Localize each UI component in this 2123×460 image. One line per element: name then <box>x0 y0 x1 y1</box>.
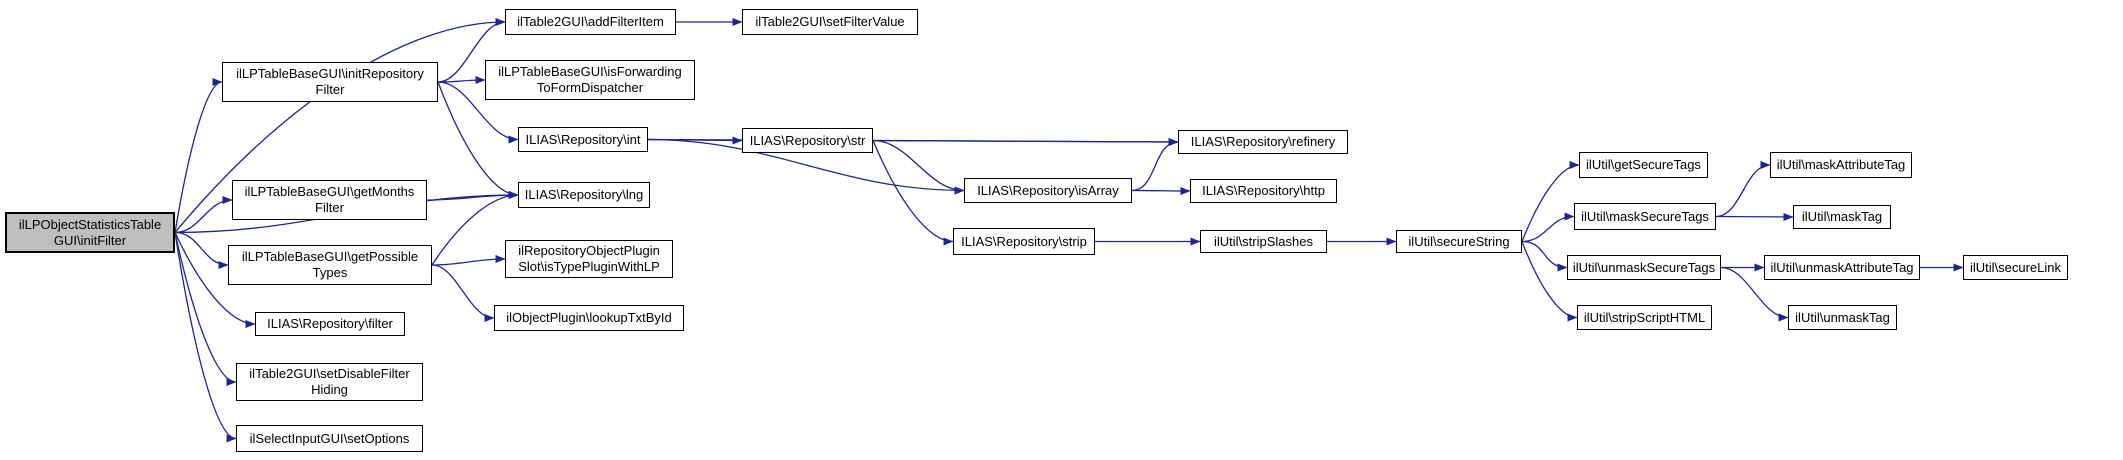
node-stripScriptHTML[interactable]: ilUtil\stripScriptHTML <box>1577 305 1712 330</box>
edge-getPossibleTypes-to-lookupTxtById <box>431 264 495 322</box>
graph-node-label: ILIAS\Repository\isArray <box>977 182 1119 198</box>
node-int[interactable]: ILIAS\Repository\int <box>518 127 648 152</box>
node-isTypePluginWithLP[interactable]: ilRepositoryObjectPlugin Slot\isTypePlug… <box>505 240 673 278</box>
graph-node-label: ILIAS\Repository\int <box>525 131 641 147</box>
node-unmaskSecureTags[interactable]: ilUtil\unmaskSecureTags <box>1567 255 1721 280</box>
graph-node-label: ILIAS\Repository\strip <box>961 233 1087 249</box>
edge-initFilter-to-initRepositoryFilter <box>174 78 223 233</box>
graph-node-label: ILIAS\Repository\lng <box>524 187 644 202</box>
edge-int-to-refinery <box>647 137 1179 146</box>
graph-node-label: ilUtil\getSecureTags <box>1586 157 1701 172</box>
edge-isArray-to-http <box>1131 186 1191 195</box>
edge-isArray-to-refinery <box>1131 138 1179 192</box>
edge-secureString-to-getSecureTags <box>1521 161 1580 242</box>
node-initRepositoryFilter[interactable]: ilLPTableBaseGUI\initRepository Filter <box>222 62 438 102</box>
graph-node-label: ilSelectInputGUI\setOptions <box>249 430 410 446</box>
graph-node-label: ilUtil\unmaskTag <box>1795 309 1890 325</box>
graph-node-label: ilRepositoryObjectPlugin Slot\isTypePlug… <box>518 243 660 274</box>
node-http[interactable]: ILIAS\Repository\http <box>1190 179 1337 203</box>
node-unmaskAttributeTag[interactable]: ilUtil\unmaskAttributeTag <box>1764 255 1920 280</box>
node-setOptions[interactable]: ilSelectInputGUI\setOptions <box>236 425 423 452</box>
edge-secureString-to-unmaskSecureTags <box>1521 240 1568 272</box>
node-unmaskTag[interactable]: ilUtil\unmaskTag <box>1788 305 1897 330</box>
node-secureLink[interactable]: ilUtil\secureLink <box>1963 255 2068 280</box>
edge-getMonthsFilter-to-lng <box>426 191 519 201</box>
graph-node-label: ilUtil\unmaskAttributeTag <box>1770 259 1914 275</box>
node-refinery[interactable]: ILIAS\Repository\refinery <box>1178 130 1348 154</box>
node-secureString[interactable]: ilUtil\secureString <box>1396 230 1522 253</box>
node-maskTag[interactable]: ilUtil\maskTag <box>1793 205 1891 229</box>
node-getPossibleTypes[interactable]: ilLPTableBaseGUI\getPossible Types <box>228 245 432 285</box>
edge-initFilter-to-getMonthsFilter <box>174 196 233 234</box>
graph-node-label: ilLPTableBaseGUI\isForwarding ToFormDisp… <box>498 64 682 95</box>
node-setFilterValue[interactable]: ilTable2GUI\setFilterValue <box>742 9 918 35</box>
node-stripSlashes[interactable]: ilUtil\stripSlashes <box>1200 230 1327 253</box>
node-isArray[interactable]: ILIAS\Repository\isArray <box>964 178 1132 203</box>
node-lng[interactable]: ILIAS\Repository\lng <box>518 182 650 208</box>
edge-initRepositoryFilter-to-isForwardingToFormDispatcher <box>437 76 486 85</box>
node-isForwardingToFormDispatcher[interactable]: ilLPTableBaseGUI\isForwarding ToFormDisp… <box>485 60 695 100</box>
edge-secureString-to-maskSecureTags <box>1521 212 1575 243</box>
graph-node-label: ilUtil\maskSecureTags <box>1581 208 1709 224</box>
edge-str-to-isArray <box>872 139 965 195</box>
graph-node-label: ilTable2GUI\addFilterItem <box>517 14 664 29</box>
edge-str-to-refinery <box>872 137 1179 146</box>
graph-node-label: ilLPObjectStatisticsTable GUI\initFilter <box>18 216 162 248</box>
edge-getPossibleTypes-to-isTypePluginWithLP <box>431 255 506 266</box>
graph-node-label: ILIAS\Repository\str <box>749 132 866 148</box>
graph-node-label: ILIAS\Repository\http <box>1202 183 1325 198</box>
node-strip[interactable]: ILIAS\Repository\strip <box>953 228 1095 255</box>
edge-initFilter-to-getPossibleTypes <box>174 231 229 269</box>
edge-str-to-strip <box>872 140 954 246</box>
graph-node-label: ilLPTableBaseGUI\initRepository Filter <box>236 66 424 97</box>
node-setDisableFilterHiding[interactable]: ilTable2GUI\setDisableFilter Hiding <box>236 363 423 401</box>
edge-maskSecureTags-to-maskAttributeTag <box>1715 161 1771 218</box>
node-addFilterItem[interactable]: ilTable2GUI\addFilterItem <box>505 9 676 35</box>
node-lookupTxtById[interactable]: ilObjectPlugin\lookupTxtById <box>494 305 684 331</box>
node-getSecureTags[interactable]: ilUtil\getSecureTags <box>1579 152 1708 178</box>
node-str[interactable]: ILIAS\Repository\str <box>742 128 873 153</box>
edge-initFilter-to-setDisableFilterHiding <box>174 232 237 386</box>
graph-node-label: ilLPTableBaseGUI\getPossible Types <box>241 249 419 280</box>
graph-node-label: ILIAS\Repository\filter <box>267 316 393 331</box>
graph-node-label: ilUtil\secureLink <box>1969 259 2062 275</box>
node-initFilter: ilLPObjectStatisticsTable GUI\initFilter <box>5 212 175 253</box>
graph-node-label: ILIAS\Repository\refinery <box>1190 134 1336 149</box>
graph-node-label: ilUtil\secureString <box>1408 233 1510 249</box>
graph-node-label: ilUtil\unmaskSecureTags <box>1572 259 1716 275</box>
graph-node-label: ilTable2GUI\setFilterValue <box>755 14 905 29</box>
edge-int-to-str <box>647 136 743 145</box>
edge-initFilter-to-setOptions <box>174 232 237 443</box>
graph-node-label: ilUtil\stripScriptHTML <box>1583 309 1706 325</box>
graph-node-label: ilUtil\maskAttributeTag <box>1776 157 1906 172</box>
edge-maskSecureTags-to-maskTag <box>1715 212 1794 221</box>
node-maskAttributeTag[interactable]: ilUtil\maskAttributeTag <box>1770 152 1912 178</box>
node-filter[interactable]: ILIAS\Repository\filter <box>255 312 405 336</box>
node-getMonthsFilter[interactable]: ilLPTableBaseGUI\getMonths Filter <box>232 180 427 220</box>
node-maskSecureTags[interactable]: ilUtil\maskSecureTags <box>1574 203 1716 230</box>
graph-node-label: ilLPTableBaseGUI\getMonths Filter <box>244 184 415 215</box>
graph-node-label: ilTable2GUI\setDisableFilter Hiding <box>249 366 410 397</box>
graph-node-label: ilObjectPlugin\lookupTxtById <box>506 310 672 325</box>
graph-node-label: ilUtil\stripSlashes <box>1214 233 1313 249</box>
graph-node-label: ilUtil\maskTag <box>1801 209 1883 224</box>
